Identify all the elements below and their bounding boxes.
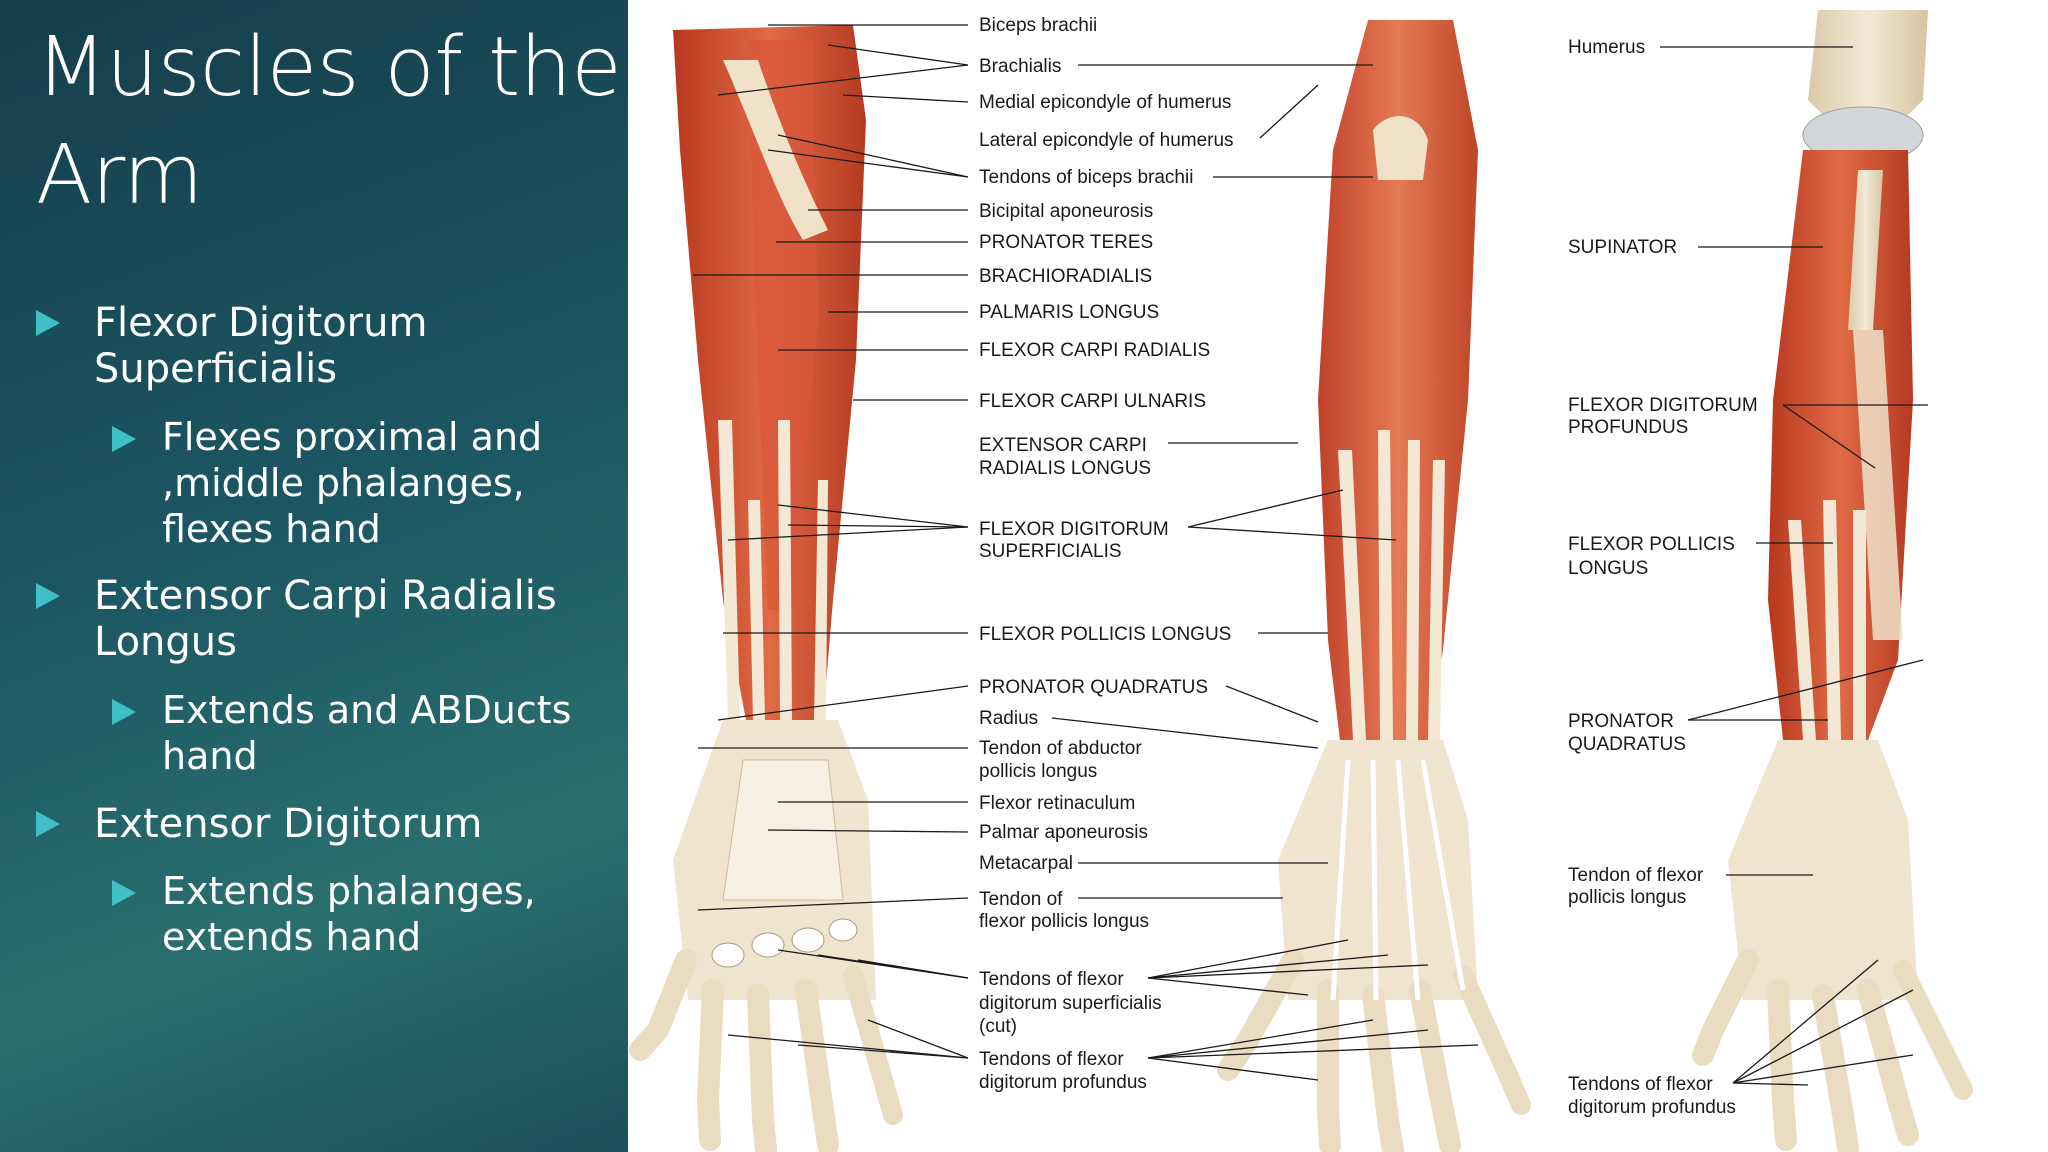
- label-flexor-pollicis-longus: FLEXOR POLLICIS LONGUS: [979, 624, 1231, 645]
- sub-bullet-text: Extends and ABDucts hand: [162, 688, 572, 778]
- bullet-triangle-icon: [36, 310, 60, 336]
- label-tfdp-line2: digitorum profundus: [979, 1072, 1147, 1093]
- label-brachialis: Brachialis: [979, 56, 1061, 77]
- anatomy-diagram: Biceps brachii Brachialis Medial epicond…: [629, 10, 1973, 1152]
- label-pq-right-line2: QUADRATUS: [1568, 734, 1686, 755]
- label-tfds-line2: digitorum superficialis: [979, 993, 1162, 1014]
- label-lateral-epicondyle: Lateral epicondyle of humerus: [979, 130, 1234, 151]
- label-pq-right-line1: PRONATOR: [1568, 711, 1674, 732]
- sub-bullet-text: Extends phalanges, extends hand: [162, 869, 536, 959]
- left-text-panel: Muscles of the Arm Flexor Digitorum Supe…: [0, 0, 628, 1152]
- forearm-superficial-view: [629, 25, 903, 1152]
- label-tendon-fpl-line2: flexor pollicis longus: [979, 911, 1149, 932]
- label-tendon-apl-line2: pollicis longus: [979, 761, 1097, 782]
- label-fds-line2: SUPERFICIALIS: [979, 541, 1122, 562]
- label-tendon-apl-line1: Tendon of abductor: [979, 738, 1142, 759]
- label-tfpl-right-line2: pollicis longus: [1568, 887, 1686, 908]
- slide-title: Muscles of the Arm: [36, 20, 622, 223]
- label-tendons-biceps: Tendons of biceps brachii: [979, 167, 1193, 188]
- bullet-text: Extensor Carpi Radialis Longus: [94, 573, 557, 665]
- label-tendon-fpl-line1: Tendon of: [979, 889, 1063, 910]
- leader-lines: [693, 24, 1928, 1086]
- forearm-deep-view: [1692, 10, 1973, 1152]
- label-tfpl-right-line1: Tendon of flexor: [1568, 865, 1704, 886]
- label-fds-line1: FLEXOR DIGITORUM: [979, 519, 1169, 540]
- forearm-intermediate-view: [1217, 20, 1531, 1152]
- label-ecrl-line1: EXTENSOR CARPI: [979, 435, 1147, 456]
- label-tfdp-right-line2: digitorum profundus: [1568, 1097, 1736, 1118]
- label-palmaris-longus: PALMARIS LONGUS: [979, 302, 1159, 323]
- label-pronator-teres: PRONATOR TERES: [979, 232, 1153, 253]
- label-medial-epicondyle: Medial epicondyle of humerus: [979, 92, 1231, 113]
- label-bicipital-aponeurosis: Bicipital aponeurosis: [979, 201, 1153, 222]
- label-flexor-carpi-radialis: FLEXOR CARPI RADIALIS: [979, 340, 1210, 361]
- label-brachioradialis: BRACHIORADIALIS: [979, 266, 1152, 287]
- bullet-triangle-icon: [112, 699, 136, 725]
- label-metacarpal: Metacarpal: [979, 853, 1073, 874]
- label-fpl-right-line2: LONGUS: [1568, 558, 1648, 579]
- label-radius: Radius: [979, 708, 1038, 729]
- label-palmar-aponeurosis: Palmar aponeurosis: [979, 822, 1148, 843]
- label-humerus: Humerus: [1568, 37, 1645, 58]
- forearm-anatomy-illustration: Biceps brachii Brachialis Medial epicond…: [628, 0, 2048, 1152]
- label-fpl-right-line1: FLEXOR POLLICIS: [1568, 534, 1735, 555]
- label-fdp-line1: FLEXOR DIGITORUM: [1568, 395, 1758, 416]
- label-tfds-line3: (cut): [979, 1016, 1017, 1037]
- label-supinator: SUPINATOR: [1568, 237, 1677, 258]
- label-tfds-line1: Tendons of flexor: [979, 969, 1124, 990]
- bullet-triangle-icon: [36, 811, 60, 837]
- label-ecrl-line2: RADIALIS LONGUS: [979, 458, 1151, 479]
- label-tfdp-right-line1: Tendons of flexor: [1568, 1074, 1713, 1095]
- label-pronator-quadratus: PRONATOR QUADRATUS: [979, 677, 1208, 698]
- label-fdp-line2: PROFUNDUS: [1568, 417, 1688, 438]
- bullet-text: Extensor Digitorum: [94, 801, 483, 847]
- label-tfdp-line1: Tendons of flexor: [979, 1049, 1124, 1070]
- bullet-triangle-icon: [36, 583, 60, 609]
- label-biceps-brachii: Biceps brachii: [979, 15, 1097, 36]
- bullet-text: Flexor Digitorum Superficialis: [94, 300, 428, 392]
- label-flexor-retinaculum: Flexor retinaculum: [979, 793, 1135, 814]
- label-flexor-carpi-ulnaris: FLEXOR CARPI ULNARIS: [979, 391, 1206, 412]
- sub-bullet-text: Flexes proximal and ,middle phalanges, f…: [162, 415, 543, 551]
- bullet-triangle-icon: [112, 426, 136, 452]
- bullet-triangle-icon: [112, 880, 136, 906]
- structure-labels: Biceps brachii Brachialis Medial epicond…: [979, 15, 1758, 1118]
